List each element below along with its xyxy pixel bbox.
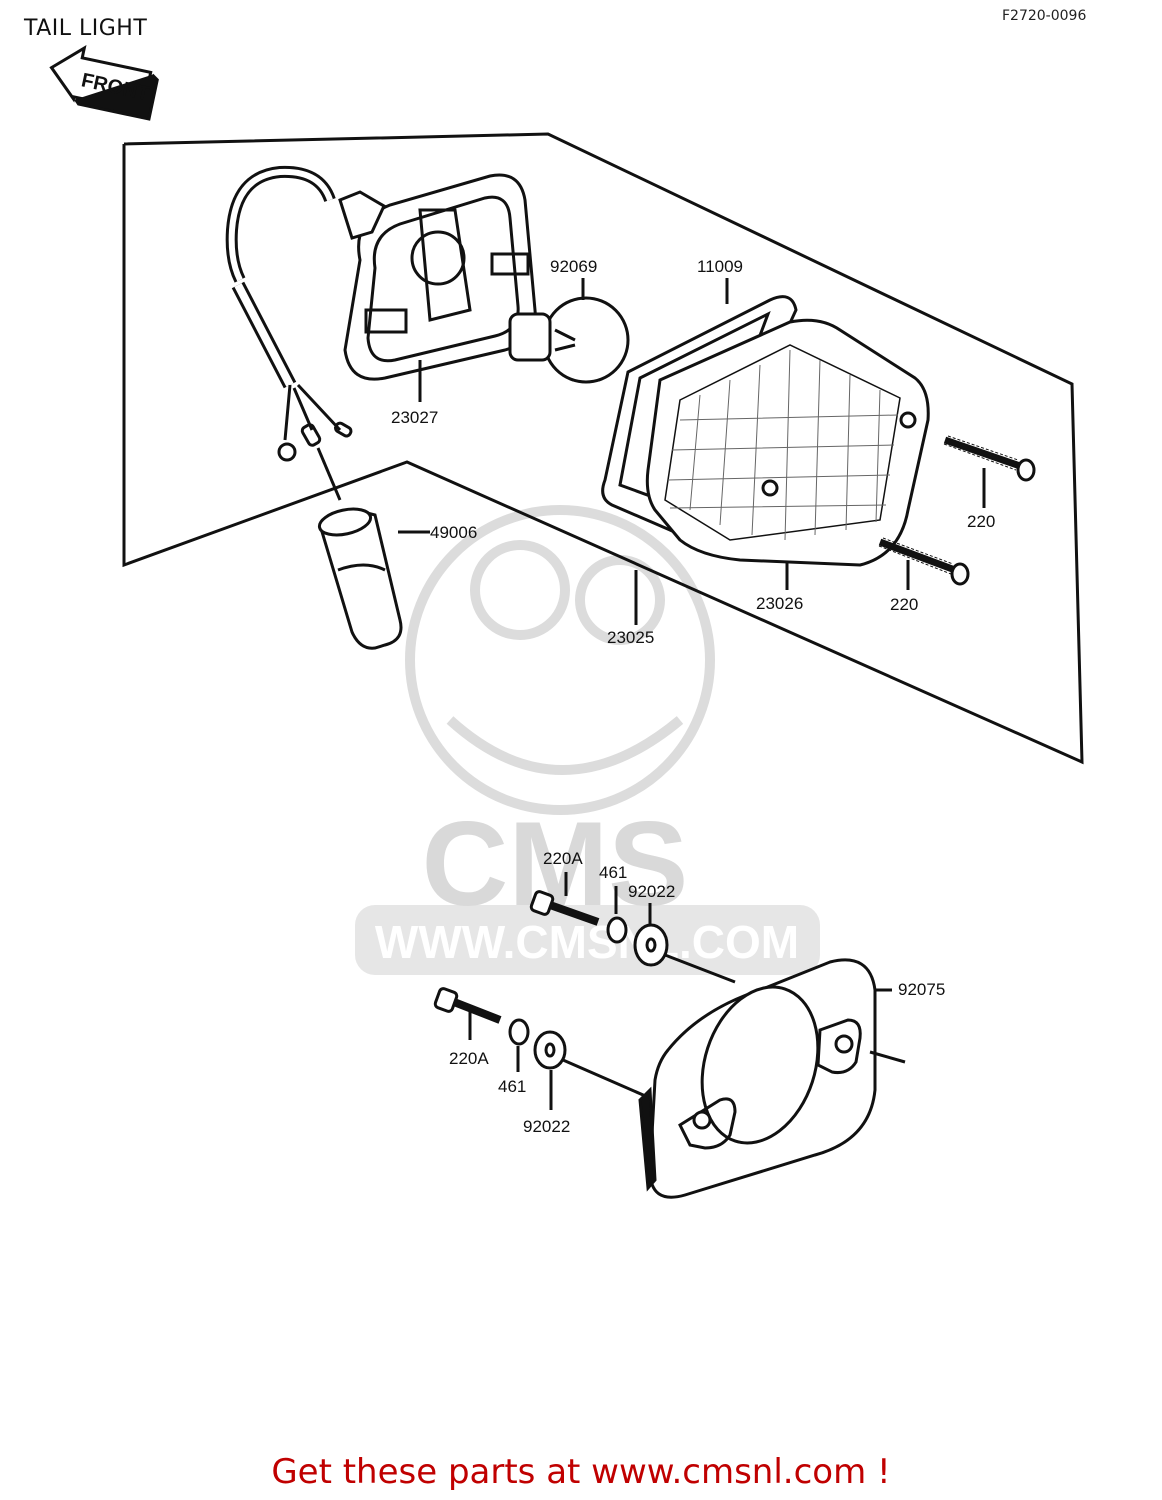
lens-screw-hole-left <box>761 479 779 497</box>
bulb-filament <box>554 328 576 352</box>
plate-boss-left <box>678 1097 737 1150</box>
lens-prism-grid <box>667 349 899 541</box>
screw-220-lower <box>878 537 970 590</box>
plate-boss-right <box>816 1018 862 1074</box>
watermark-mascot-eye-right <box>575 555 665 645</box>
nut-461-upper <box>606 886 628 944</box>
label-49006: 49006 <box>430 523 477 542</box>
washer-92022-upper <box>633 903 736 984</box>
front-arrow-shadow <box>74 73 159 121</box>
diagram-title: TAIL LIGHT <box>24 16 148 41</box>
label-92069: 92069 <box>550 257 597 276</box>
bolt-220A-lower <box>433 987 502 1040</box>
housing-tab-left <box>364 308 408 334</box>
bolt-220A-upper-shank <box>548 901 600 926</box>
label-92075: 92075 <box>898 980 945 999</box>
housing-inner <box>366 195 520 363</box>
screw-220-lower-shank <box>878 538 957 574</box>
label-220-lower: 220 <box>890 595 918 614</box>
diagram-code: F2720-0096 <box>1002 8 1087 24</box>
bolt-220A-upper <box>529 872 600 926</box>
assembly-panel-outline <box>122 132 1084 765</box>
boot-49006 <box>317 507 430 650</box>
watermark-site-banner <box>355 905 820 975</box>
label-11009: 11009 <box>697 257 743 276</box>
watermark-site: WWW.CMSNL.COM <box>375 916 799 968</box>
cms-watermark <box>355 505 820 975</box>
part-labels: 92069 11009 23027 49006 23026 220 220 23… <box>391 257 995 1136</box>
housing-grommet <box>338 190 386 240</box>
washer-92022-lower-hole <box>544 1042 556 1058</box>
bulb-glass <box>542 296 630 384</box>
bulb-92069 <box>508 278 630 384</box>
plate-hole-left <box>692 1110 712 1130</box>
label-220A-upper: 220A <box>543 849 583 868</box>
lens-screw-hole-right <box>899 411 917 429</box>
spade-terminal <box>334 421 353 438</box>
watermark-mascot-mouth <box>446 716 684 775</box>
washer-92022-upper-hole <box>645 937 657 953</box>
boot-mouth <box>317 507 373 537</box>
watermark-mascot-head <box>405 505 715 815</box>
parts-shop-link[interactable]: Get these parts at www.cmsnl.com ! <box>271 1452 891 1492</box>
label-461-upper: 461 <box>599 863 627 882</box>
plate-center-cutout <box>700 985 820 1145</box>
bolt-220A-lower-head <box>433 987 459 1013</box>
label-23026: 23026 <box>756 594 803 613</box>
boot-step <box>337 563 386 572</box>
nut-461-lower-body <box>508 1018 530 1046</box>
leader-49006-wire <box>316 447 342 501</box>
housing-tab-right <box>490 252 530 276</box>
housing-base-23027 <box>338 173 537 402</box>
bolt-220A-lower-shank <box>452 998 502 1024</box>
mount-plate-92075 <box>638 958 906 1199</box>
washer-92022-lower <box>533 1030 651 1110</box>
wire-harness <box>225 165 353 501</box>
label-92022-upper: 92022 <box>628 882 675 901</box>
label-461-lower: 461 <box>498 1077 526 1096</box>
screw-220-upper-thread <box>943 435 1019 471</box>
label-23025: 23025 <box>607 628 654 647</box>
watermark-mascot-eye <box>470 540 570 640</box>
lens-face <box>664 344 901 541</box>
nut-461-upper-body <box>606 916 628 944</box>
label-220-upper: 220 <box>967 512 995 531</box>
label-92022-lower: 92022 <box>523 1117 570 1136</box>
screw-220-upper-head <box>1016 458 1036 482</box>
fastener-line-upper <box>664 953 736 984</box>
screw-220-upper <box>943 435 1036 508</box>
wire-leads <box>283 383 342 441</box>
label-23027: 23027 <box>391 408 438 427</box>
plate-hole-right <box>834 1034 854 1054</box>
plate-edge <box>638 1086 657 1192</box>
wire-loom-inner <box>228 168 333 282</box>
plate-stud-line <box>869 1050 906 1064</box>
lens-23026 <box>645 318 930 590</box>
housing-socket <box>410 230 466 286</box>
nut-461-lower <box>508 1018 530 1072</box>
screw-220-upper-shank <box>943 436 1022 470</box>
label-220A-lower: 220A <box>449 1049 489 1068</box>
housing-rib <box>418 208 472 322</box>
front-arrow-marker: FRONT <box>49 44 159 121</box>
bullet-terminal <box>300 423 322 447</box>
bulb-base <box>508 312 552 362</box>
wire-sheath-inner <box>234 283 294 387</box>
ring-terminal <box>277 442 297 462</box>
fastener-line-lower <box>562 1058 651 1100</box>
screw-220-lower-head <box>950 562 970 586</box>
screw-220-lower-thread <box>878 537 954 575</box>
